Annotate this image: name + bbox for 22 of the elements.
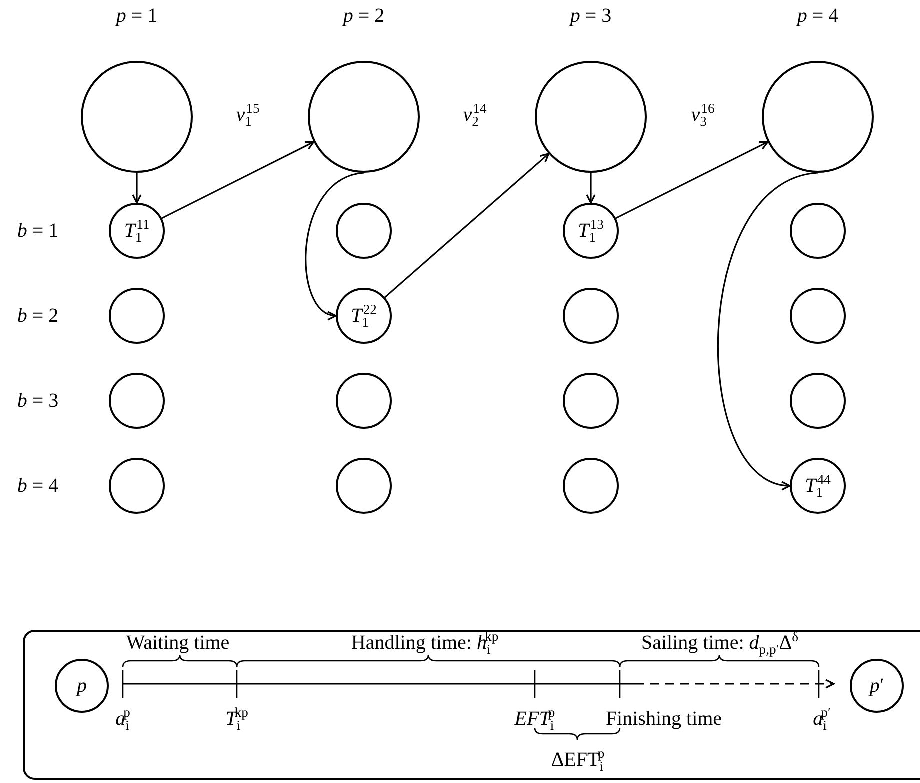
circle-node bbox=[55, 659, 109, 713]
row-label: b = 2 bbox=[17, 305, 59, 327]
arrow bbox=[586, 173, 596, 204]
row-label: b = 4 bbox=[17, 475, 59, 497]
column-heading: p = 4 bbox=[797, 5, 839, 27]
arrow bbox=[384, 153, 550, 298]
brace-label: Waiting time bbox=[126, 632, 230, 654]
arrow bbox=[718, 172, 818, 489]
column-heading: p = 2 bbox=[343, 5, 385, 27]
rounded-panel bbox=[23, 630, 920, 780]
circle-node bbox=[850, 659, 904, 713]
node-label: p bbox=[77, 676, 87, 696]
tick-label: Finishing time bbox=[606, 708, 722, 730]
column-heading: p = 3 bbox=[570, 5, 612, 27]
arrow bbox=[616, 141, 769, 220]
column-heading: p = 1 bbox=[116, 5, 158, 27]
row-label: b = 3 bbox=[17, 390, 59, 412]
arrow bbox=[305, 172, 364, 319]
node-label: p′ bbox=[870, 676, 884, 696]
arrow bbox=[132, 173, 142, 204]
arrow bbox=[162, 141, 315, 220]
row-label: b = 1 bbox=[17, 220, 59, 242]
